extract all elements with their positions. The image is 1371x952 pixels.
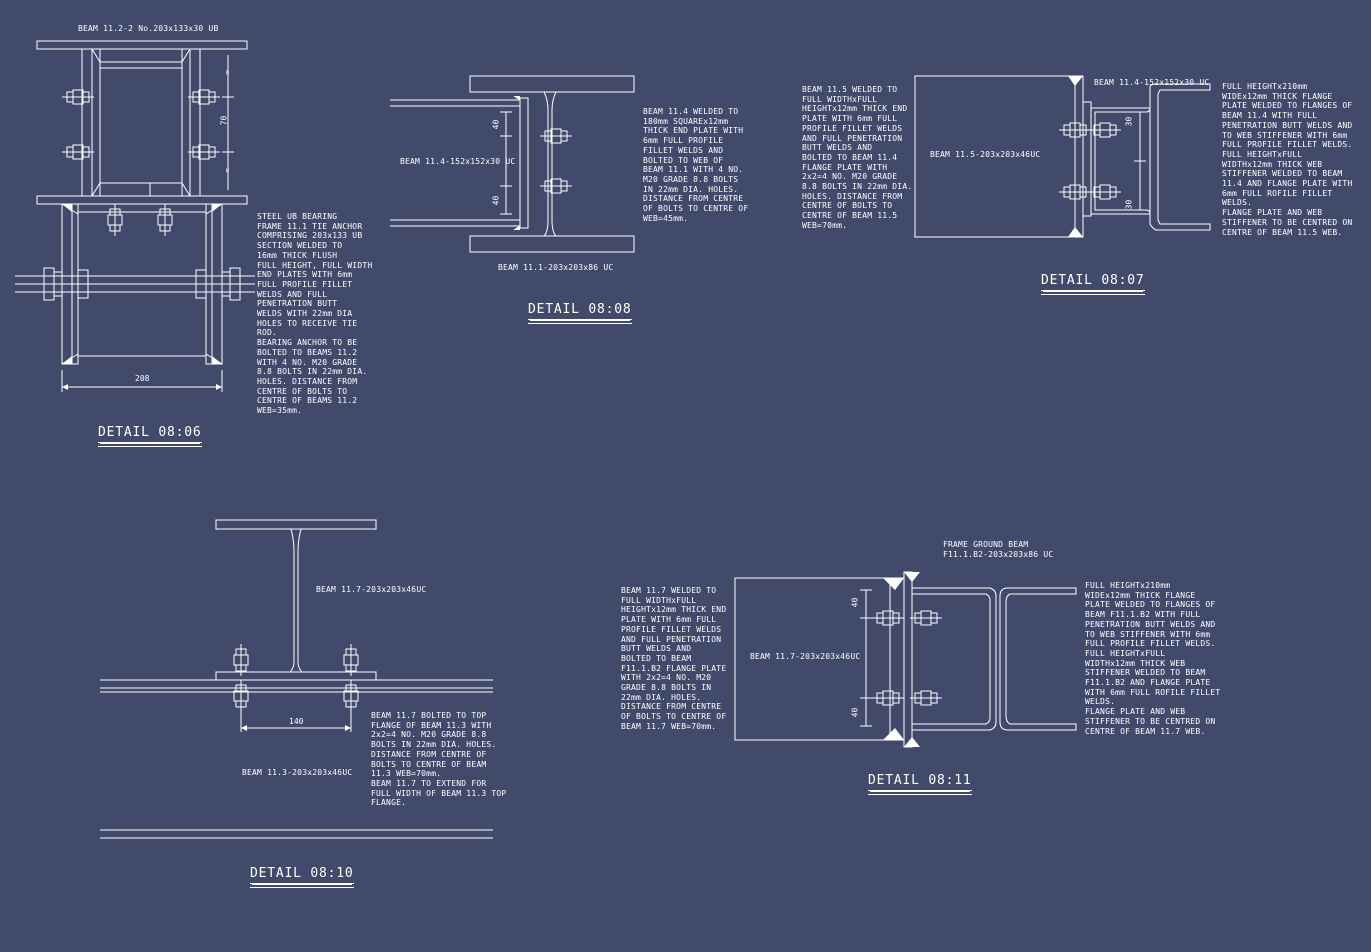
detail-0810-beam-top-label: BEAM 11.7-203x203x46UC	[316, 585, 427, 594]
detail-0807-drawing	[914, 75, 1211, 238]
detail-0806-note: STEEL UB BEARING FRAME 11.1 TIE ANCHOR C…	[257, 212, 373, 416]
detail-0806-dim-eq-top: =	[222, 70, 232, 75]
detail-0811-note-left: BEAM 11.7 WELDED TO FULL WIDTHxFULL HEIG…	[621, 586, 727, 731]
detail-0811-note-right: FULL HEIGHTx210mm WIDEx12mm THICK FLANGE…	[1085, 581, 1221, 736]
detail-0807-title: DETAIL 08:07	[1041, 273, 1145, 295]
detail-0808-drawing	[390, 75, 635, 253]
detail-0811-drawing	[734, 571, 1077, 748]
detail-0808-beam-bottom-label: BEAM 11.1-203x203x86 UC	[498, 263, 614, 272]
detail-0810-drawing	[100, 519, 493, 839]
detail-0810-dim-140: 140	[289, 717, 304, 726]
detail-0810-note: BEAM 11.7 BOLTED TO TOP FLANGE OF BEAM 1…	[371, 711, 507, 808]
detail-0811-frame-label: FRAME GROUND BEAM F11.1.B2-203x203x86 UC	[943, 540, 1054, 559]
detail-0806-drawing	[15, 40, 255, 392]
detail-0810-title: DETAIL 08:10	[250, 866, 354, 888]
detail-0806-title: DETAIL 08:06	[98, 425, 202, 447]
detail-0807-beam-top-label: BEAM 11.4-152x152x30 UC	[1094, 78, 1210, 87]
detail-0806-dim-eq-bottom: =	[222, 168, 232, 173]
detail-0811-dim-b: 40	[850, 707, 860, 718]
detail-0808-dim-a: 40	[491, 119, 501, 130]
detail-0806-dim-208: 208	[135, 374, 150, 383]
detail-0807-dim-a: 30	[1124, 116, 1134, 127]
detail-0806-dim-70: 70	[219, 115, 229, 126]
detail-0808-note: BEAM 11.4 WELDED TO 180mm SQUAREx12mm TH…	[643, 107, 749, 223]
detail-0808-beam-left-label: BEAM 11.4-152x152x30 UC	[400, 157, 516, 166]
detail-0811-title: DETAIL 08:11	[868, 773, 972, 795]
detail-0807-note-right: FULL HEIGHTx210mm WIDEx12mm THICK FLANGE…	[1222, 82, 1353, 237]
detail-0811-dim-a: 40	[850, 597, 860, 608]
detail-0810-beam-bottom-label: BEAM 11.3-203x203x46UC	[242, 768, 353, 777]
detail-0807-dim-b: 30	[1124, 199, 1134, 210]
detail-0807-beam-mid-label: BEAM 11.5-203x203x46UC	[930, 150, 1041, 159]
detail-0808-title: DETAIL 08:08	[528, 302, 632, 324]
detail-0808-dim-b: 40	[491, 195, 501, 206]
detail-0811-beam-mid-label: BEAM 11.7-203x203x46UC	[750, 652, 861, 661]
detail-0807-note-left: BEAM 11.5 WELDED TO FULL WIDTHxFULL HEIG…	[802, 85, 913, 230]
detail-0806-beam-label: BEAM 11.2-2 No.203x133x30 UB	[78, 24, 219, 33]
